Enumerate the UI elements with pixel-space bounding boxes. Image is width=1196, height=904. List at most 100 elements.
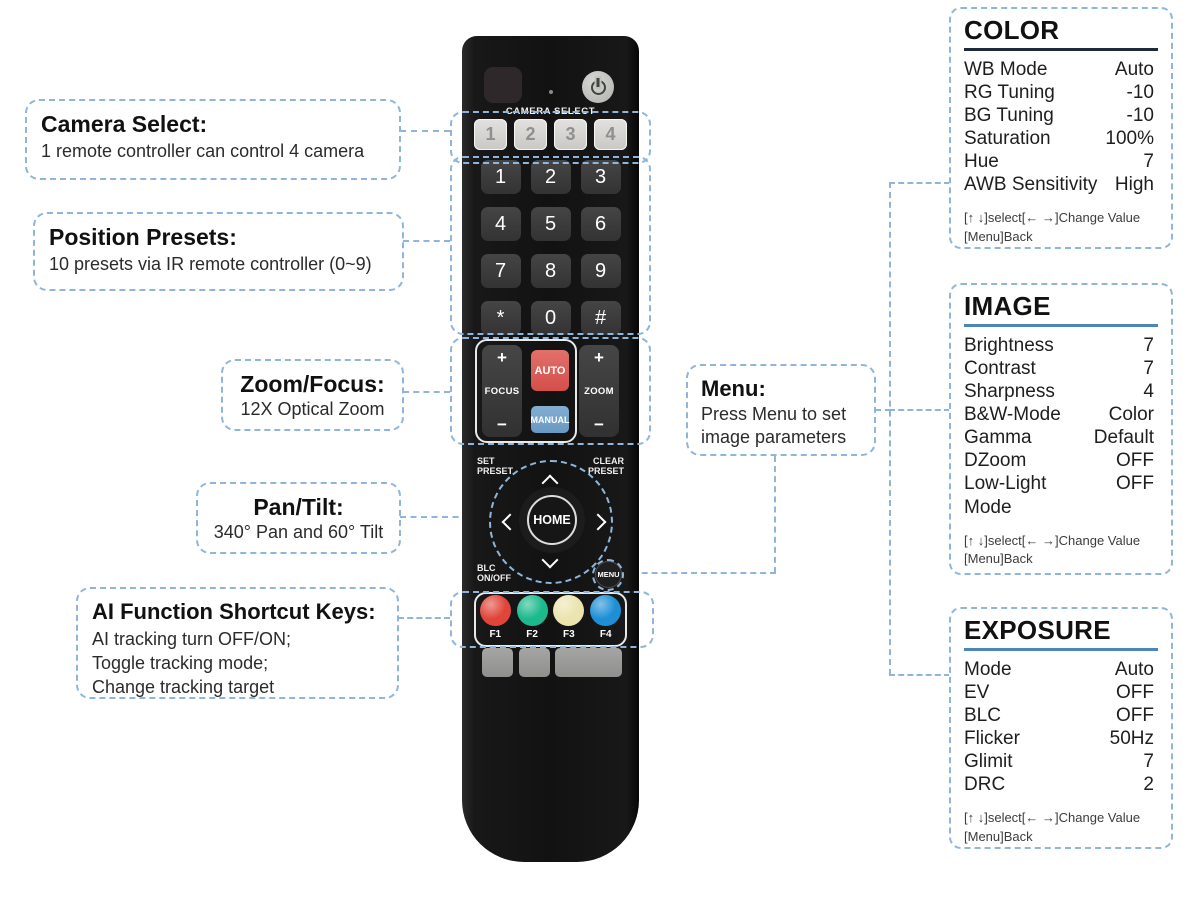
param-label: DRC [964, 774, 1006, 796]
camera-select-button-2[interactable]: 2 [514, 119, 547, 150]
param-label: DZoom [964, 450, 1027, 472]
keypad-button-6[interactable]: 6 [580, 207, 621, 241]
camera-select-highlight [450, 111, 651, 164]
keypad-button-3[interactable]: 3 [580, 160, 621, 194]
zoom-minus-button[interactable]: − [594, 415, 604, 434]
connector-spine-color [889, 182, 950, 184]
keypad-button-7[interactable]: 7 [480, 254, 521, 288]
connector-ai-function [398, 617, 450, 619]
callout-body: 340° Pan and 60° Tilt [213, 522, 384, 543]
menu-button-highlight [592, 559, 624, 591]
panel-footer: [↑ ↓]select[← →]Change Value[Menu]Back [964, 532, 1158, 570]
param-value: OFF [1116, 450, 1154, 472]
keypad-button-9[interactable]: 9 [580, 254, 621, 288]
param-value: -10 [1126, 105, 1154, 127]
menu-row: Low-Light Mode OFF [964, 472, 1158, 518]
keypad-button-2[interactable]: 2 [530, 160, 571, 194]
f-key-f2: F2 [516, 595, 548, 640]
param-value: High [1114, 174, 1154, 196]
panel-title-rule [964, 48, 1158, 51]
callout-body: 1 remote controller can control 4 camera [41, 141, 365, 162]
param-value: Default [1093, 427, 1154, 449]
camera-select-button-1[interactable]: 1 [474, 119, 507, 150]
camera-select-button-4[interactable]: 4 [594, 119, 627, 150]
bottom-button-wide[interactable] [555, 648, 622, 677]
zoom-rocker: + ZOOM − [579, 345, 619, 437]
focus-minus-button[interactable]: − [497, 415, 507, 434]
connector-camera-select [400, 130, 450, 132]
blc-onoff-label[interactable]: BLC ON/OFF [477, 563, 511, 584]
zoom-label: ZOOM [584, 385, 614, 397]
power-button[interactable] [582, 71, 614, 103]
callout-title: Menu: [701, 376, 766, 401]
keypad-button-4[interactable]: 4 [480, 207, 521, 241]
callout-title: AI Function Shortcut Keys: [92, 599, 376, 624]
f-key-label: F2 [526, 629, 538, 640]
keypad-button-#[interactable]: # [580, 301, 621, 335]
camera-select-button-3[interactable]: 3 [554, 119, 587, 150]
keypad-button-1[interactable]: 1 [480, 160, 521, 194]
ir-window [484, 67, 522, 103]
f-button-f3[interactable] [553, 595, 585, 626]
connector-position-presets [403, 240, 450, 242]
led-indicator [549, 90, 553, 94]
param-value: Color [1108, 404, 1154, 426]
keypad-button-*[interactable]: * [480, 301, 521, 335]
focus-group-outline [475, 339, 577, 443]
f-button-f1[interactable] [479, 595, 511, 626]
param-value: 7 [1143, 751, 1154, 773]
zoom-focus-highlight [450, 337, 651, 445]
focus-plus-button[interactable]: + [497, 348, 507, 367]
f-key-f4: F4 [590, 595, 622, 640]
keypad-button-8[interactable]: 8 [530, 254, 571, 288]
panel-title: IMAGE [964, 291, 1051, 321]
keypad-button-5[interactable]: 5 [530, 207, 571, 241]
param-value: OFF [1116, 473, 1154, 495]
f-button-f4[interactable] [590, 595, 622, 626]
connector-spine-exposure [889, 674, 950, 676]
zoom-plus-button[interactable]: + [594, 348, 604, 367]
param-label: Flicker [964, 728, 1020, 750]
connector-zoom-focus [403, 391, 450, 393]
menu-row: DZoom OFF [964, 449, 1158, 472]
focus-label: FOCUS [484, 385, 520, 397]
bottom-button-2[interactable] [519, 648, 550, 677]
bottom-button-1[interactable] [482, 648, 513, 677]
callout-body: 12X Optical Zoom [240, 399, 385, 420]
ai-callout-body: AI tracking turn OFF/ON;Toggle tracking … [92, 628, 383, 700]
panel-title-rule [964, 324, 1158, 327]
set-preset-label[interactable]: SET PRESET [477, 456, 514, 477]
param-label: Hue [964, 151, 999, 173]
param-label: BLC [964, 705, 1001, 727]
callout-title: Pan/Tilt: [253, 493, 344, 520]
panel-title: EXPOSURE [964, 615, 1111, 645]
f-button-f2[interactable] [516, 595, 548, 626]
manual-focus-button[interactable]: MANUAL [531, 406, 570, 433]
connector-menu-horizontal [622, 572, 776, 574]
callout-ai-function: AI Function Shortcut Keys: AI tracking t… [76, 587, 399, 699]
param-label: Contrast [964, 358, 1036, 380]
clear-preset-label[interactable]: CLEAR PRESET [587, 456, 624, 477]
callout-title: Position Presets: [49, 224, 237, 250]
callout-zoom-focus: Zoom/Focus: 12X Optical Zoom [221, 359, 404, 431]
param-label: B&W-Mode [964, 404, 1061, 426]
panel-hint-line: [Menu]Back [964, 829, 1033, 845]
keypad-button-0[interactable]: 0 [530, 301, 571, 335]
auto-focus-button[interactable]: AUTO [531, 350, 569, 391]
param-label: Low-Light Mode [964, 473, 1047, 518]
callout-menu: Menu: Press Menu to set image parameters [686, 364, 876, 456]
callout-position-presets: Position Presets: 10 presets via IR remo… [33, 212, 404, 291]
menu-row: BG Tuning-10 [964, 104, 1158, 127]
